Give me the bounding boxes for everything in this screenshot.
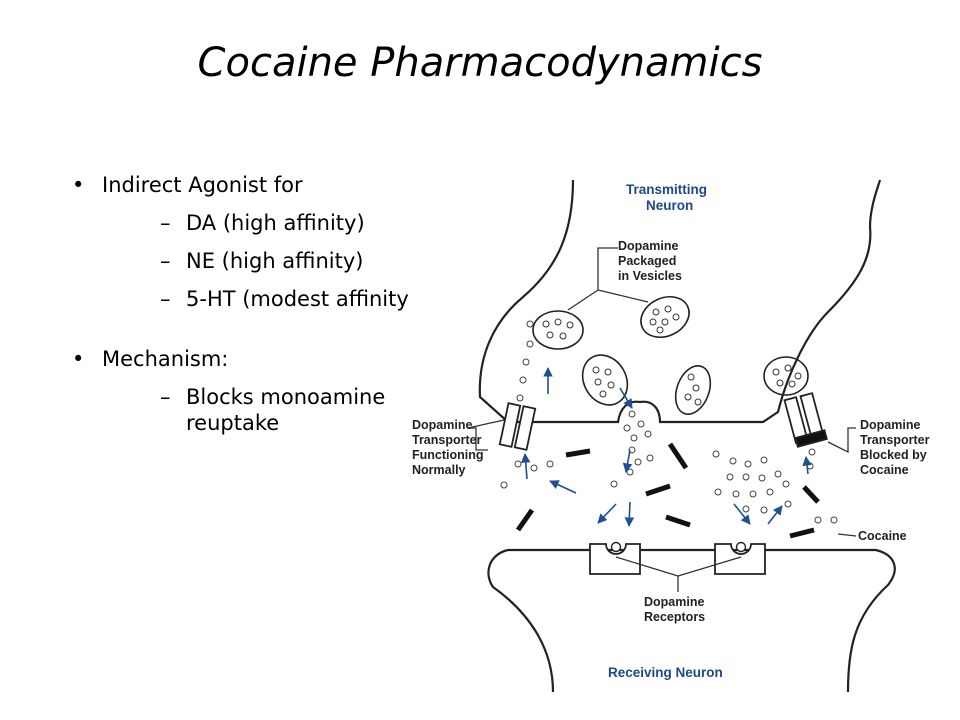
vesicle	[640, 295, 690, 339]
vesicle	[763, 356, 809, 396]
sub-bullet-ne: –NE (high affinity)	[160, 249, 364, 273]
sub-bullet-blocks-reuptake: –Blocks monoamine reuptake	[160, 385, 386, 435]
receiving-neuron-label: Receiving Neuron	[608, 665, 723, 680]
slide-title: Cocaine Pharmacodynamics	[197, 40, 763, 86]
synapse-diagram: Transmitting Neuron Dopamine Packaged in…	[408, 172, 960, 692]
transmitting-neuron-label-1: Transmitting	[626, 182, 707, 197]
sub-bullet-5ht: –5-HT (modest affinity)	[160, 287, 417, 311]
receptors-label-2: Receptors	[644, 610, 705, 624]
bullet-mechanism: • Mechanism: –Blocks monoamine reuptake	[60, 346, 420, 436]
cocaine-label: Cocaine	[858, 529, 907, 543]
transporter-normal-label-3: Functioning	[412, 448, 484, 462]
vesicles-label-3: in Vesicles	[618, 269, 682, 283]
sub-bullet-text: NE (high affinity)	[186, 249, 364, 273]
dopamine-molecules	[500, 320, 838, 524]
sub-bullet-text: Blocks monoamine reuptake	[186, 385, 386, 435]
bullet-indirect-agonist: • Indirect Agonist for –DA (high affinit…	[60, 172, 420, 312]
transporter-blocked-label-3: Blocked by	[860, 448, 927, 462]
vesicle	[674, 365, 712, 415]
transmitting-neuron-outline	[478, 179, 882, 424]
transporter-normal-label-1: Dopamine	[412, 418, 472, 432]
transmitting-neuron-label-2: Neuron	[646, 198, 693, 213]
reuptake-arrows	[520, 367, 812, 527]
vesicle	[532, 310, 584, 350]
vesicles-label-2: Packaged	[618, 254, 676, 268]
vesicles	[532, 295, 809, 415]
transporter-blocked-label-1: Dopamine	[860, 418, 920, 432]
bullet-dot: •	[72, 173, 85, 197]
transporter-normal-label-2: Transporter	[412, 433, 482, 447]
sub-bullet-text: DA (high affinity)	[186, 211, 365, 235]
sub-bullet-text: 5-HT (modest affinity)	[186, 287, 417, 311]
transporter-blocked	[783, 392, 828, 448]
transporter-normal-label-4: Normally	[412, 463, 466, 477]
cocaine-molecules	[515, 442, 820, 539]
receptors-label-1: Dopamine	[644, 595, 704, 609]
sub-list: –DA (high affinity) –NE (high affinity) …	[102, 210, 420, 312]
vesicle-dopamine	[542, 305, 802, 406]
receiving-neuron-outline	[487, 548, 896, 692]
dopamine-receptors	[589, 543, 766, 575]
transporter-blocked-label-2: Transporter	[860, 433, 930, 447]
bullet-list: • Indirect Agonist for –DA (high affinit…	[60, 172, 420, 436]
leader-lines	[467, 247, 857, 592]
bullet-text: Mechanism:	[102, 347, 229, 371]
vesicle	[581, 354, 629, 406]
bullet-dot: •	[72, 347, 85, 371]
transporter-normal	[498, 402, 537, 451]
vesicles-label-1: Dopamine	[618, 239, 678, 253]
sub-bullet-da: –DA (high affinity)	[160, 211, 365, 235]
sub-list: –Blocks monoamine reuptake	[102, 384, 420, 436]
bullet-text: Indirect Agonist for	[102, 173, 303, 197]
transporter-blocked-label-4: Cocaine	[860, 463, 909, 477]
